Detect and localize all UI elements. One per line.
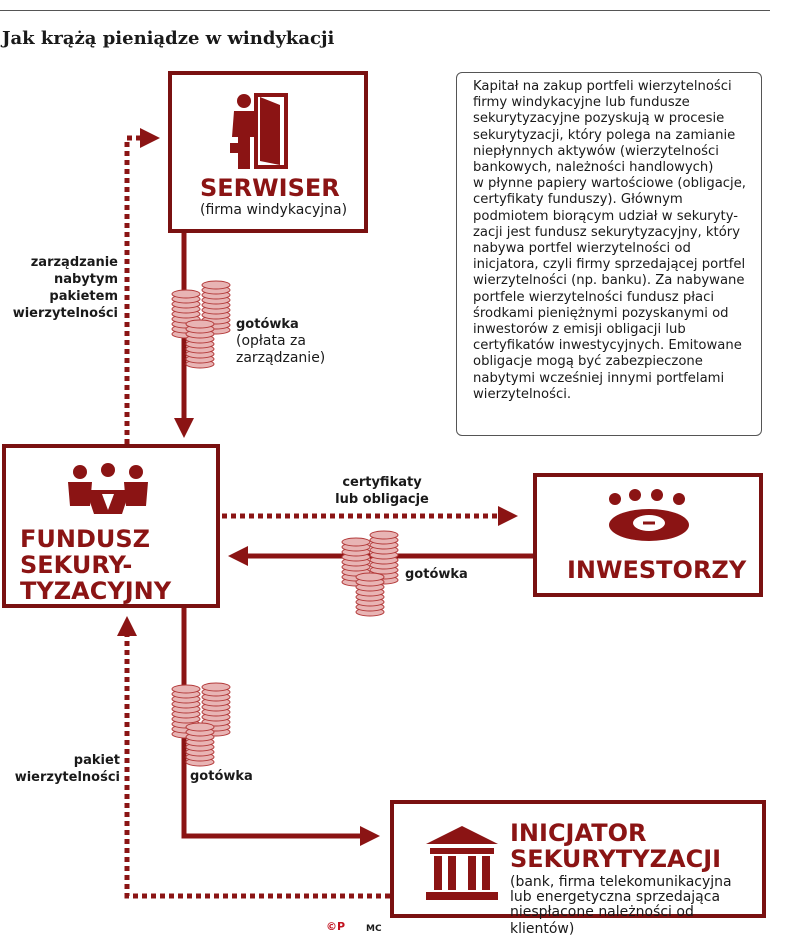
info-line: firmy windykacyjne lub fundusze xyxy=(473,95,690,111)
label-certyfikaty: certyfikaty lub obligacje xyxy=(322,474,442,508)
label-zarzadzanie-4: wierzytelności xyxy=(12,306,118,321)
info-line: niepłynnych aktywów (wierzytelności xyxy=(473,143,719,159)
info-line: certyfikaty funduszy). Głównym xyxy=(473,192,683,208)
label-zarzadzanie-3: pakietem xyxy=(49,289,118,304)
inicjator-line-1: INICJATOR xyxy=(510,819,647,847)
coin xyxy=(171,684,201,694)
bank-building-icon xyxy=(426,826,498,900)
node-serwiser: SERWISER (firma windykacyjna) xyxy=(168,71,368,233)
label-gotowka-top: gotówka (opłata za zarządzanie) xyxy=(236,316,325,367)
info-line: portfele wierzytelności fundusz płaci xyxy=(473,289,715,305)
coin xyxy=(341,537,371,547)
info-line: sekurytyzacyjne pozyskują w procesie xyxy=(473,111,725,127)
meeting-icon xyxy=(68,463,148,514)
inwestorzy-name: INWESTORZY xyxy=(567,556,747,584)
info-line: nabywa portfel wierzytelności od xyxy=(473,241,691,257)
credit-mc: MC xyxy=(366,924,382,934)
label-pakiet-2: wierzytelności xyxy=(14,770,120,785)
info-box: Kapitał na zakup portfeli wierzytelności… xyxy=(456,72,762,436)
info-line: obligacje mogą być zabezpieczone xyxy=(473,354,703,370)
inicjator-sub-1: (bank, firma telekomunikacyjna xyxy=(510,874,732,890)
info-line: inicjatora, czyli firmy sprzedającej por… xyxy=(473,257,746,273)
info-line: wierzytelności (np. banku). Za nabywane xyxy=(473,273,745,289)
fundusz-line-2: SEKURY- xyxy=(20,551,133,579)
coin xyxy=(171,289,201,299)
info-line: zacji jest fundusz sekurytyzacyjny, któr… xyxy=(473,224,741,240)
fundusz-line-1: FUNDUSZ xyxy=(20,525,151,553)
label-gotowka-bottom: gotówka xyxy=(190,769,253,784)
info-line: wierzytelności. xyxy=(473,386,572,402)
coin xyxy=(185,722,215,732)
arrow-inicjator-to-fundusz xyxy=(117,616,390,899)
fundusz-line-3: TYZACYJNY xyxy=(20,577,172,605)
label-zarzadzanie: zarządzanie nabytym pakietem wierzytelno… xyxy=(0,254,118,322)
arrow-fundusz-to-serwiser xyxy=(124,128,160,444)
label-gotowka-mid: gotówka xyxy=(405,567,468,582)
label-zarzadzanie-1: zarządzanie xyxy=(30,255,118,270)
label-gotowka-top-2: (opłata za xyxy=(236,333,306,349)
label-gotowka-top-bold: gotówka xyxy=(236,317,299,332)
coin xyxy=(355,572,385,582)
page-title: Jak krążą pieniądze w windykacji xyxy=(2,28,335,49)
info-line: Kapitał na zakup portfeli wierzytelności xyxy=(473,79,732,94)
serwiser-sub: (firma windykacyjna) xyxy=(200,202,348,218)
info-line: w płynne papiery wartościowe (obligacje, xyxy=(473,176,746,192)
arrow-fundusz-to-inicjator xyxy=(181,608,380,846)
info-line: inwestorów z emisji obligacji lub xyxy=(473,322,686,338)
door-person-icon xyxy=(230,93,288,169)
info-line: środkami pieniężnymi pozyskanymi od xyxy=(473,305,729,321)
serwiser-name: SERWISER xyxy=(200,174,340,202)
inicjator-line-2: SEKURYTYZACJI xyxy=(510,845,722,873)
info-line: certyfikatów inwestycyjnych. Emitowane xyxy=(473,338,742,354)
info-line: bankowych, należności handlowych) xyxy=(473,160,714,176)
label-pakiet: pakiet wierzytelności xyxy=(0,752,120,786)
node-inwestorzy: INWESTORZY xyxy=(533,473,763,597)
coin xyxy=(201,280,231,290)
publisher-logo: ©P xyxy=(326,920,346,933)
label-gotowka-top-3: zarządzanie) xyxy=(236,350,326,366)
top-rule xyxy=(0,10,770,11)
label-zarzadzanie-2: nabytym xyxy=(53,272,118,287)
node-inicjator: INICJATOR SEKURYTYZACJI (bank, firma tel… xyxy=(390,800,766,937)
info-line: nabytymi wcześniej innymi portfelami xyxy=(473,370,725,386)
label-certyfikaty-1: certyfikaty xyxy=(342,475,422,490)
inicjator-sub-3: niespłacone należności od klientów) xyxy=(510,904,694,937)
coin-stacks xyxy=(171,280,399,767)
node-fundusz: FUNDUSZ SEKURY- TYZACYJNY xyxy=(2,444,220,608)
label-certyfikaty-2: lub obligacje xyxy=(335,492,429,507)
coin xyxy=(185,319,215,329)
coin xyxy=(201,682,231,692)
info-line: podmiotem biorącym udział w sekuryty- xyxy=(473,208,739,224)
investors-table-icon xyxy=(609,489,689,541)
inicjator-sub-2: lub energetyczna sprzedająca xyxy=(510,889,721,905)
info-line: sekurytyzacji, który polega na zamianie xyxy=(473,127,736,143)
label-pakiet-1: pakiet xyxy=(73,753,120,768)
coin xyxy=(369,530,399,540)
